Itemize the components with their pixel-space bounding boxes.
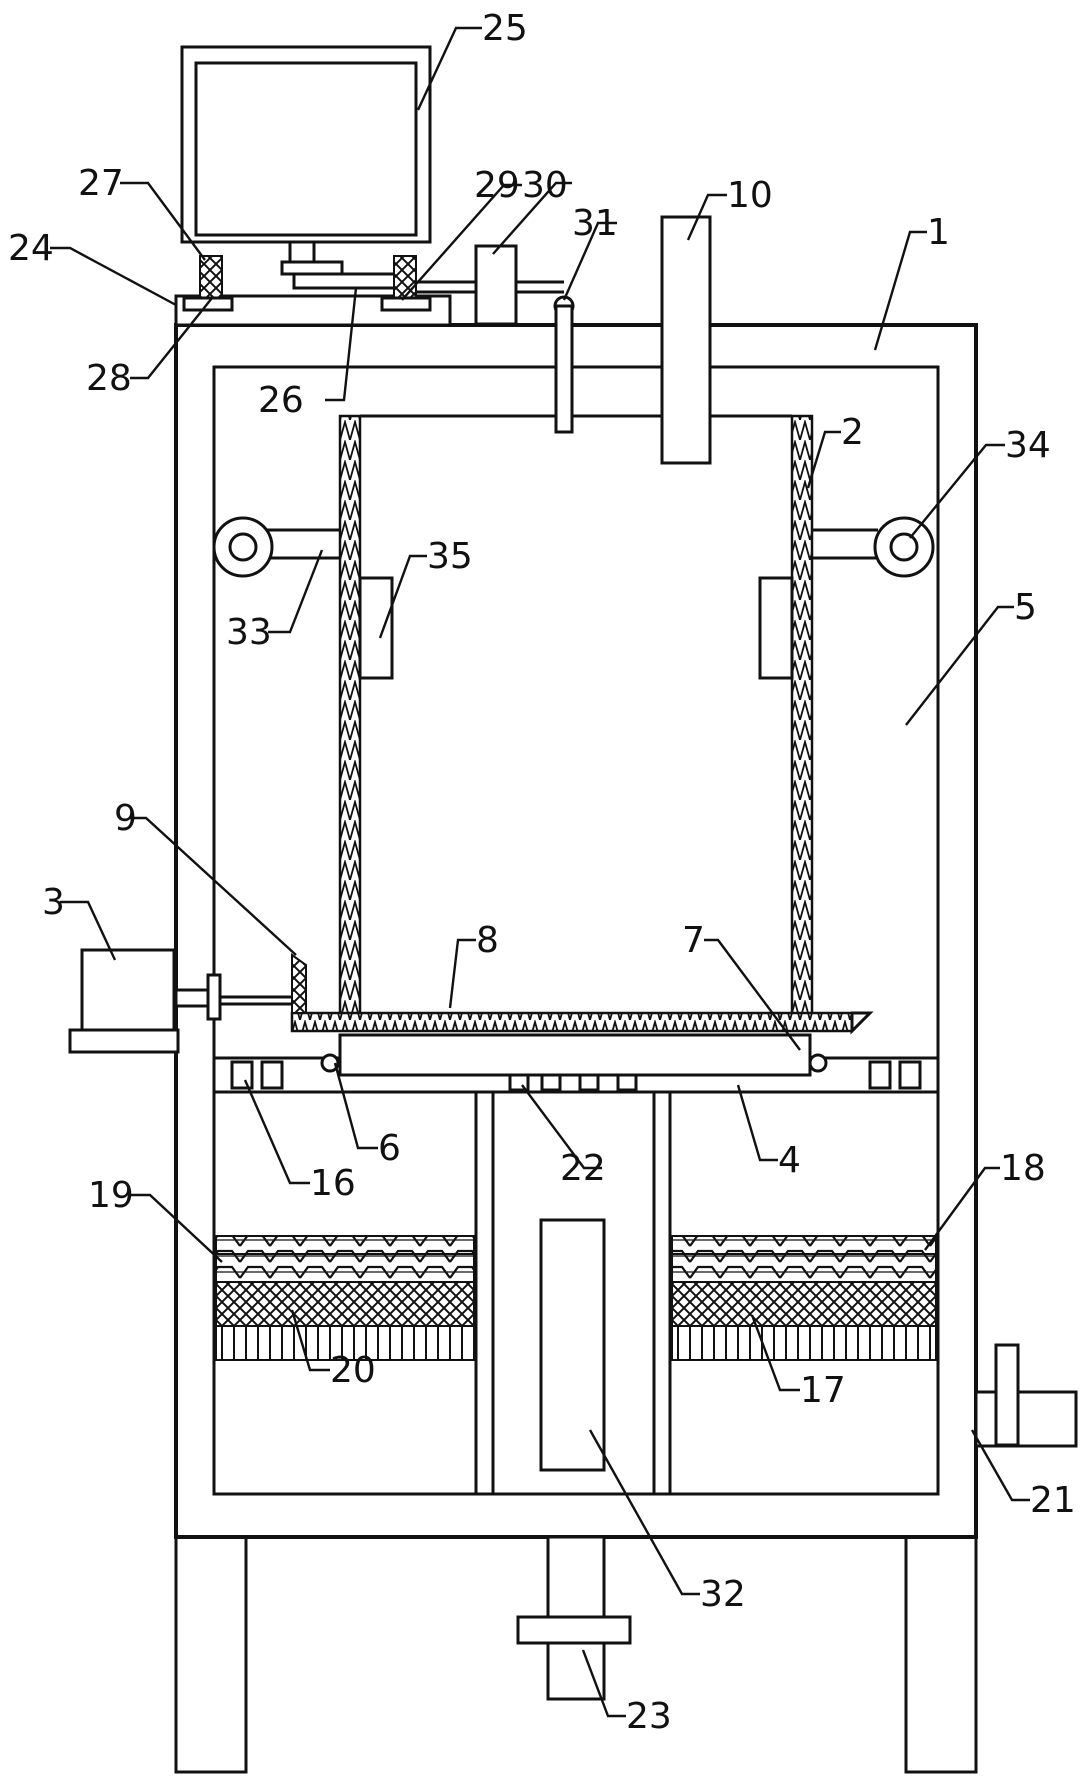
label-9: 9 xyxy=(114,798,137,839)
label-2: 2 xyxy=(841,412,864,453)
blocks-35 xyxy=(358,576,794,680)
label-17: 17 xyxy=(800,1370,846,1411)
label-29: 29 xyxy=(474,165,520,206)
label-23: 23 xyxy=(626,1696,672,1737)
label-16: 16 xyxy=(310,1163,356,1204)
top-assembly xyxy=(174,45,575,434)
rotary-plate-4 xyxy=(338,1033,812,1077)
label-26: 26 xyxy=(258,380,304,421)
label-3: 3 xyxy=(42,882,65,923)
label-24: 24 xyxy=(8,228,54,269)
label-21: 21 xyxy=(1030,1480,1076,1521)
label-6: 6 xyxy=(378,1128,401,1169)
label-28: 28 xyxy=(86,358,132,399)
label-32: 32 xyxy=(700,1574,746,1615)
label-7: 7 xyxy=(682,920,705,961)
roller-assemblies xyxy=(212,516,935,578)
label-25: 25 xyxy=(482,8,528,49)
label-1: 1 xyxy=(927,212,950,253)
valve-23 xyxy=(516,1535,632,1701)
label-18: 18 xyxy=(1000,1148,1046,1189)
motor-30 xyxy=(474,244,518,326)
outlet-21 xyxy=(974,1343,1078,1448)
label-10: 10 xyxy=(727,175,773,216)
slider-26 xyxy=(292,272,406,290)
label-4: 4 xyxy=(778,1140,801,1181)
drain-column xyxy=(474,1088,672,1494)
motor-3 xyxy=(68,948,294,1054)
label-20: 20 xyxy=(330,1350,376,1391)
filter-layers xyxy=(215,1235,937,1361)
leader-lines xyxy=(50,26,1030,1718)
bearings-6-7 xyxy=(320,1053,828,1073)
drain-window-32 xyxy=(539,1218,606,1472)
gear-ring-8 xyxy=(290,1011,854,1033)
pinion-9 xyxy=(291,953,307,1014)
label-35: 35 xyxy=(427,536,473,577)
label-31: 31 xyxy=(572,203,618,244)
label-30: 30 xyxy=(522,165,568,206)
label-8: 8 xyxy=(476,920,499,961)
label-22: 22 xyxy=(560,1148,606,1189)
lid-block-10 xyxy=(660,215,712,465)
label-19: 19 xyxy=(88,1175,134,1216)
support-legs xyxy=(174,1533,978,1774)
label-34: 34 xyxy=(1005,425,1051,466)
part-labels: 25 27 24 28 29 30 31 10 26 1 2 34 5 33 3… xyxy=(8,8,1076,1737)
label-27: 27 xyxy=(78,163,124,204)
label-5: 5 xyxy=(1014,587,1037,628)
label-33: 33 xyxy=(226,612,272,653)
